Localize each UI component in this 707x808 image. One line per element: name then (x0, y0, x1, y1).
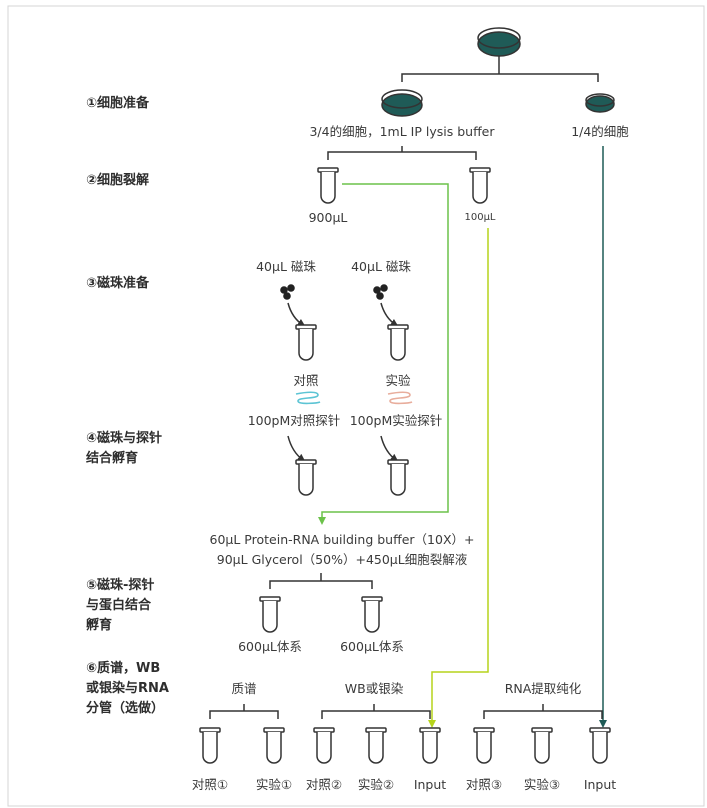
analysis-tube-8 (589, 727, 611, 764)
analysis-tube-label-2: 实验① (256, 777, 292, 792)
analysis-tube-6 (473, 727, 495, 764)
analysis-tube-label-1: 对照① (192, 777, 228, 792)
lysis-volume-large: 900μL (309, 210, 348, 225)
magnetic-beads-experiment-icon (373, 284, 388, 300)
analysis-tube-4 (365, 727, 387, 764)
analysis-tube-label-8: Input (584, 777, 616, 792)
group-rna-label: RNA提取纯化 (505, 681, 582, 696)
analysis-tube-label-5: Input (414, 777, 446, 792)
step-4-label-line2: 结合孵育 (86, 450, 138, 466)
control-probe-label: 100pM对照探针 (248, 413, 341, 428)
analysis-tube-label-4: 实验② (358, 777, 394, 792)
analysis-tube-3 (313, 727, 335, 764)
bead-tube-control (295, 324, 317, 361)
arrow-beads-experiment (380, 302, 399, 327)
frame-border (7, 5, 705, 807)
binding-tube-control (259, 596, 281, 633)
analysis-tube-2 (263, 727, 285, 764)
flow-line-input-protein (428, 228, 489, 728)
step-5-label-line3: 孵育 (86, 617, 112, 633)
lysis-tube-900 (317, 167, 339, 204)
arrow-beads-control (287, 302, 306, 327)
analysis-tube-5 (419, 727, 441, 764)
step-labels: ①细胞准备 ②细胞裂解 ③磁珠准备 ④磁珠与探针 结合孵育 ⑤磁珠-探针 与蛋白… (86, 95, 169, 716)
experiment-probe-icon (387, 391, 413, 405)
petri-dish-large (381, 89, 423, 117)
experiment-system-label: 600μL体系 (340, 639, 404, 654)
group-ms-label: 质谱 (231, 681, 256, 696)
bead-tube-experiment (387, 324, 409, 361)
lysis-volume-small: 100μL (464, 212, 495, 223)
step-6-label-line3: 分管（选做） (86, 700, 164, 716)
analysis-tube-label-3: 对照② (306, 777, 342, 792)
petri-dish-main (477, 27, 521, 57)
step-4-label-line1: ④磁珠与探针 (86, 430, 162, 446)
magnetic-beads-control-icon (280, 284, 295, 300)
bracket-rna (483, 704, 603, 719)
step-1-label: ①细胞准备 (86, 95, 150, 111)
step-5-label-line1: ⑤磁珠-探针 (86, 577, 154, 593)
arrow-probe-experiment (380, 435, 399, 462)
group-wb-label: WB或银染 (345, 681, 404, 696)
flow-line-lysate (318, 183, 449, 525)
step-6-label-line1: ⑥质谱，WB (86, 660, 160, 676)
analysis-tubes (199, 727, 611, 764)
binding-tube-experiment (361, 596, 383, 633)
binding-buffer-line2: 90μL Glycerol（50%）+450μL细胞裂解液 (217, 552, 468, 567)
bracket-ms (209, 704, 279, 719)
binding-buffer-line1: 60μL Protein-RNA building buffer（10X）+ (210, 532, 475, 547)
analysis-tube-label-6: 对照③ (466, 777, 502, 792)
probe-tube-experiment (387, 459, 409, 496)
split-bracket-cells (401, 56, 599, 82)
lysis-tube-100 (469, 167, 491, 204)
split-bracket-binding (269, 573, 373, 589)
large-fraction-label: 3/4的细胞，1mL IP lysis buffer (309, 124, 495, 139)
experiment-name-label: 实验 (385, 373, 411, 388)
small-fraction-label: 1/4的细胞 (571, 124, 629, 139)
beads-experiment-label: 40μL 磁珠 (351, 259, 411, 274)
bracket-wb (321, 704, 431, 719)
petri-dish-small (585, 93, 615, 113)
probe-tube-control (295, 459, 317, 496)
control-probe-icon (295, 391, 321, 405)
arrow-probe-control (287, 435, 306, 462)
control-name-label: 对照 (293, 373, 318, 388)
step-5-label-line2: 与蛋白结合 (86, 597, 152, 613)
experiment-probe-label: 100pM实验探针 (350, 413, 443, 428)
analysis-tube-7 (531, 727, 553, 764)
analysis-tube-labels: 对照① 实验① 对照② 实验② Input 对照③ 实验③ Input (192, 777, 616, 792)
beads-control-label: 40μL 磁珠 (256, 259, 316, 274)
control-system-label: 600μL体系 (238, 639, 302, 654)
split-bracket-lysis (327, 146, 477, 160)
analysis-tube-1 (199, 727, 221, 764)
step-6-label-line2: 或银染与RNA (86, 680, 169, 696)
analysis-tube-label-7: 实验③ (524, 777, 560, 792)
step-2-label: ②细胞裂解 (86, 172, 149, 188)
step-3-label: ③磁珠准备 (86, 275, 150, 291)
